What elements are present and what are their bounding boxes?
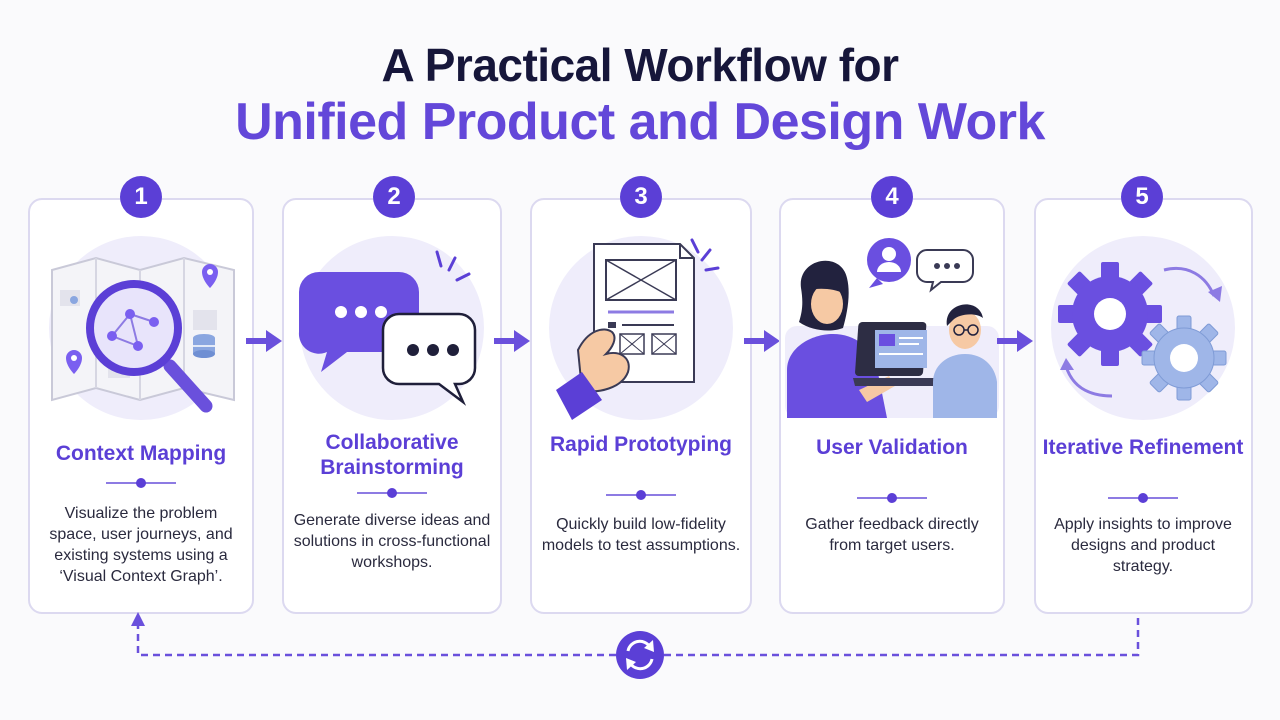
user-interview-icon — [785, 238, 999, 418]
gears-cycle-icon — [1051, 236, 1235, 420]
step-title-3: Rapid Prototyping — [550, 433, 732, 456]
step-divider-4 — [857, 493, 927, 503]
step-divider-5 — [1108, 493, 1178, 503]
speech-bubbles-icon — [298, 236, 484, 420]
step-number-badge-1: 1 — [120, 176, 162, 218]
arrow-right-icon — [494, 330, 530, 352]
arrow-right-icon — [997, 330, 1033, 352]
step-number-badge-2: 2 — [373, 176, 415, 218]
step-title-1: Context Mapping — [55, 442, 227, 465]
title-line-1: A Practical Workflow for — [381, 39, 899, 91]
arrow-right-icon — [246, 330, 282, 352]
step-description-4: Gather feedback directly from target use… — [805, 516, 979, 554]
step-title-2: Collaborative Brainstorming — [320, 431, 464, 479]
step-title-4: User Validation — [816, 436, 968, 459]
step-description-2: Generate diverse ideas and solutions in … — [293, 512, 491, 571]
step-description-1: Visualize the problem space, user journe… — [49, 505, 233, 585]
step-divider-1 — [106, 478, 176, 488]
step-title-5: Iterative Refinement — [1042, 436, 1244, 459]
arrow-right-icon — [744, 330, 780, 352]
step-number-badge-4: 4 — [871, 176, 913, 218]
title-line-2: Unified Product and Design Work — [235, 93, 1045, 151]
map-magnifier-icon — [49, 236, 235, 420]
wireframe-document-icon — [549, 236, 733, 420]
step-description-5: Apply insights to improve designs and pr… — [1054, 516, 1232, 575]
step-number-badge-5: 5 — [1121, 176, 1163, 218]
feedback-loop-connector — [131, 612, 1140, 679]
step-divider-2 — [357, 488, 427, 498]
step-description-3: Quickly build low-fidelity models to tes… — [541, 516, 741, 554]
step-divider-3 — [606, 490, 676, 500]
step-number-badge-3: 3 — [620, 176, 662, 218]
refresh-cycle-icon — [616, 631, 664, 679]
